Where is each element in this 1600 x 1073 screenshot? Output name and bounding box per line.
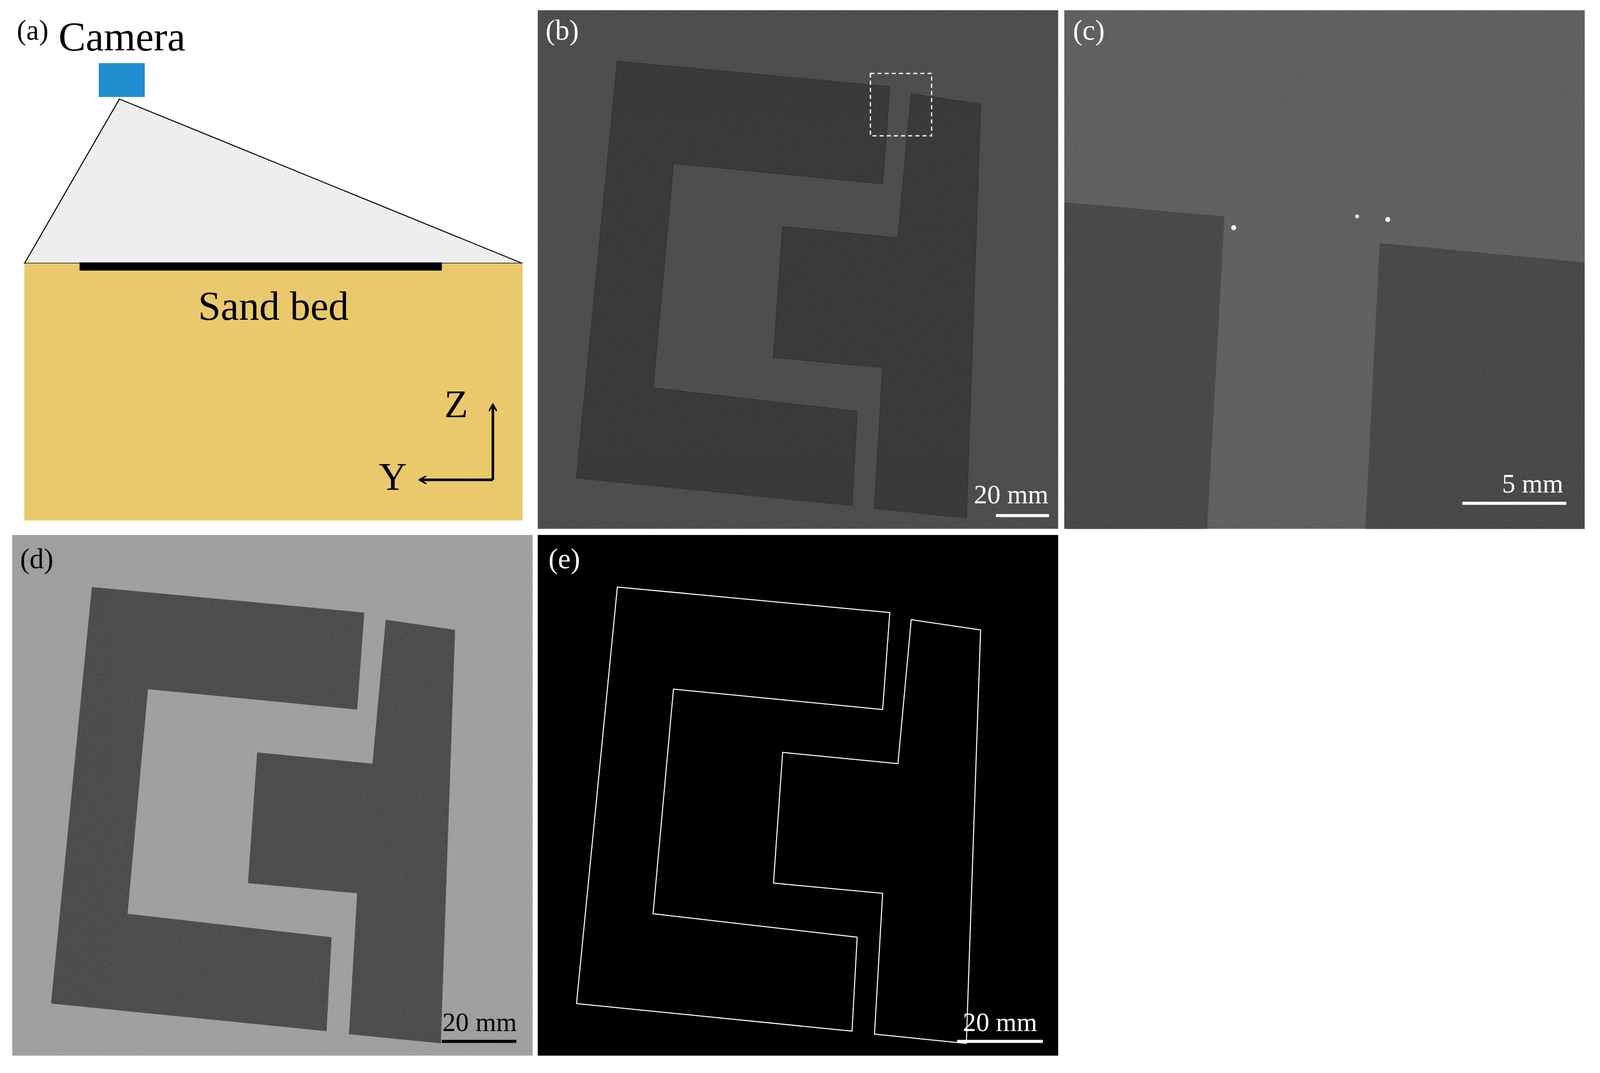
panel-label: (a) <box>16 14 49 47</box>
node-heading: Camera <box>58 14 186 60</box>
panel-label: (e) <box>548 543 580 575</box>
scale-bar-label: 5 mm <box>1502 468 1564 499</box>
panel-label: (b) <box>545 14 580 47</box>
scale-bar-label: 20 mm <box>962 1007 1038 1038</box>
edge-image <box>537 534 1058 1056</box>
axis-label: Y <box>378 455 407 498</box>
enhanced-image <box>12 534 533 1056</box>
raw-image <box>537 10 1058 529</box>
camera-box: Camera <box>98 63 145 97</box>
axis-label: Z <box>444 382 469 426</box>
field-of-view <box>24 99 523 264</box>
zoom-image <box>1064 10 1585 529</box>
scale-bar-label: 20 mm <box>974 480 1049 510</box>
panel-label: (c) <box>1072 14 1105 47</box>
panel-label: (d) <box>20 543 54 575</box>
node-label: Sand bed <box>197 283 349 329</box>
scale-bar-label: 20 mm <box>442 1007 517 1038</box>
